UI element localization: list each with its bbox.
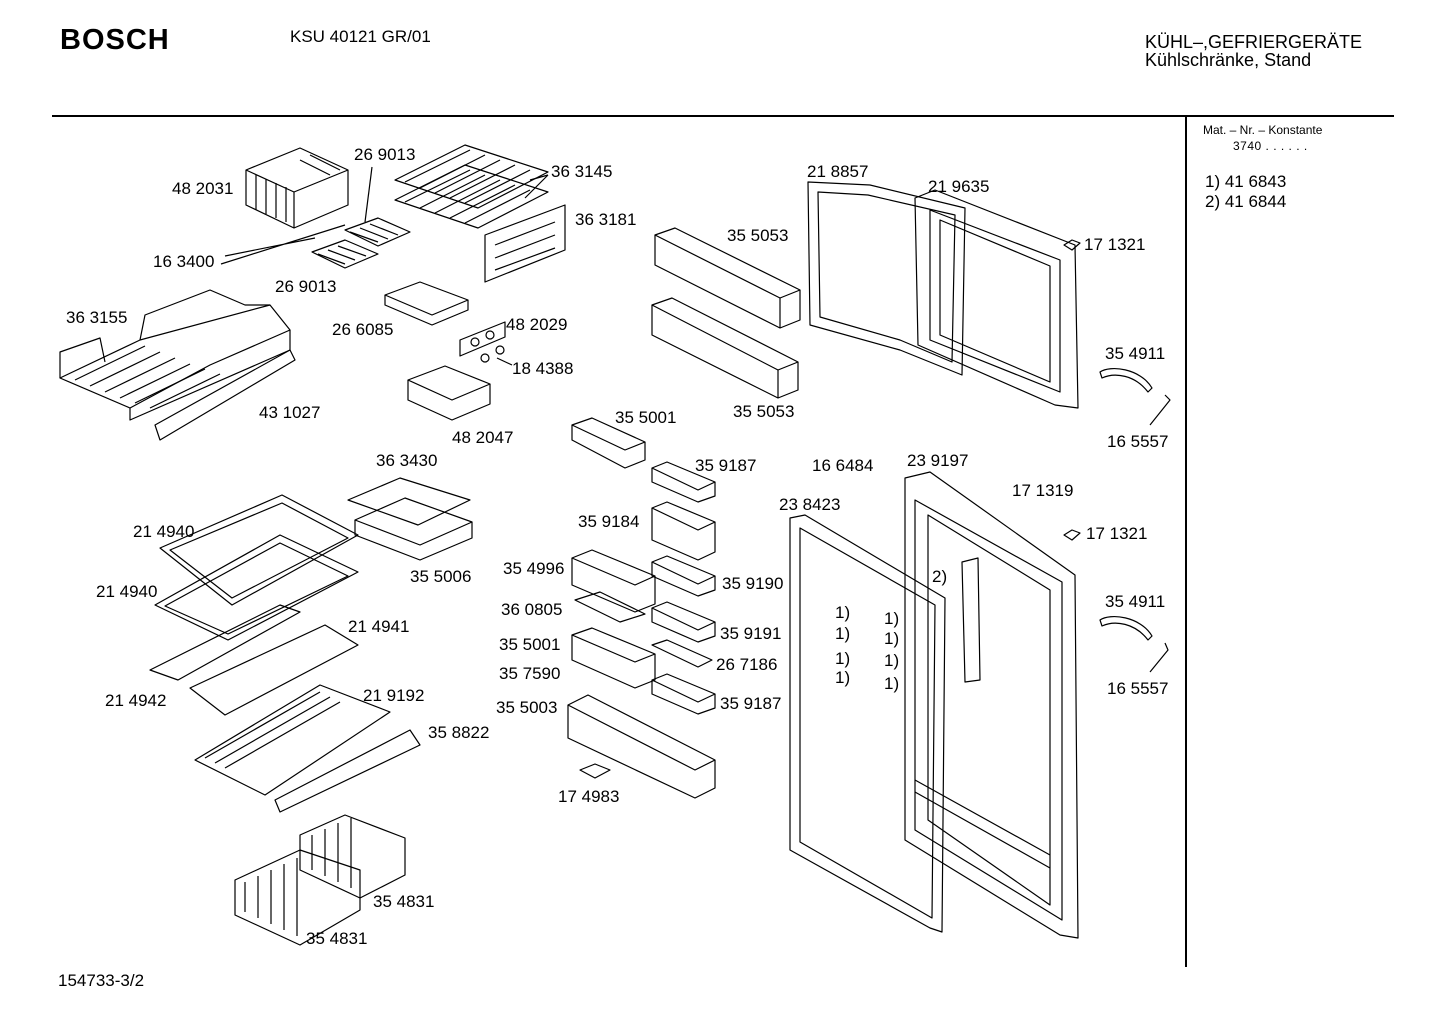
- part-number-label: 23 9197: [907, 451, 969, 470]
- part-number-label: 18 4388: [512, 359, 574, 378]
- part-number-label: 48 2029: [506, 315, 568, 334]
- category-line-2: Kühlschränke, Stand: [1145, 50, 1312, 70]
- part-number-label: 1): [835, 668, 851, 687]
- part-number-label: 35 4911: [1105, 592, 1166, 611]
- side-panel-divider: [1185, 117, 1187, 967]
- ice-tray-part: [311, 217, 411, 269]
- part-number-label: 48 2031: [172, 179, 234, 198]
- part-number-label: 21 4940: [133, 522, 195, 541]
- part-number-label: 35 9187: [720, 694, 782, 713]
- part-number-label: 35 9190: [722, 574, 784, 593]
- part-number-label: 35 4911: [1105, 344, 1166, 363]
- hinge-part: [1063, 529, 1081, 541]
- part-number-label: 26 9013: [275, 277, 337, 296]
- brand-logo: BOSCH: [60, 24, 170, 56]
- category-heading: KÜHL–,GEFRIERGERÄTE Kühlschränke, Stand: [1145, 33, 1362, 69]
- mat-number-code: 3740 . . . . . .: [1233, 139, 1308, 153]
- sheet-number: 154733-3/2: [58, 971, 145, 990]
- header-divider: [52, 115, 1394, 117]
- hinge-part: [1063, 239, 1081, 251]
- part-number-label: 1): [835, 603, 851, 622]
- part-number-label: 35 8822: [428, 723, 490, 742]
- container-part: [384, 281, 469, 326]
- part-number-label: 35 5001: [615, 408, 677, 427]
- part-number-label: 16 5557: [1107, 432, 1169, 451]
- part-number-label: 21 9635: [928, 177, 990, 196]
- freezer-drawer-part: [59, 289, 291, 421]
- category-line-1: KÜHL–,GEFRIERGERÄTE: [1145, 32, 1363, 52]
- part-number-label: 35 9191: [720, 624, 782, 643]
- mat-number-title: Mat. – Nr. – Konstante: [1203, 123, 1323, 137]
- door-bin-part: [567, 417, 716, 799]
- part-number-label: 23 8423: [779, 495, 841, 514]
- part-number-label: 26 7186: [716, 655, 778, 674]
- part-number-label: 1): [835, 649, 851, 668]
- footnote-1: 1) 41 6843: [1205, 172, 1287, 191]
- part-number-label: 35 9184: [578, 512, 640, 531]
- part-number-label: 35 5003: [496, 698, 558, 717]
- part-number-label: 21 4942: [105, 691, 167, 710]
- freezer-door-gasket-part: [807, 181, 966, 376]
- part-number-label: 26 9013: [354, 145, 416, 164]
- part-number-label: 17 1321: [1084, 235, 1146, 254]
- part-number-label: 48 2047: [452, 428, 514, 447]
- part-number-label: 16 6484: [812, 456, 874, 475]
- part-number-label: 36 3430: [376, 451, 438, 470]
- part-number-label: 36 3145: [551, 162, 613, 181]
- door-handle-part: [1099, 615, 1153, 641]
- cover-panel-part: [484, 204, 566, 283]
- knob-part: [480, 353, 490, 363]
- part-number-label: 1): [884, 674, 900, 693]
- part-number-label: 36 3155: [66, 308, 128, 327]
- part-number-label: 16 5557: [1107, 679, 1169, 698]
- part-number-label: 16 3400: [153, 252, 215, 271]
- screw-part: [1149, 394, 1171, 426]
- part-number-label: 35 7590: [499, 664, 561, 683]
- part-number-label: 1): [835, 624, 851, 643]
- part-number-label: 36 3181: [575, 210, 637, 229]
- part-number-label: 21 4941: [348, 617, 410, 636]
- part-number-label: 26 6085: [332, 320, 394, 339]
- fridge-door-gasket-part: [789, 514, 946, 933]
- glass-shelf-part: [149, 494, 421, 813]
- part-number-label: 35 5053: [733, 402, 795, 421]
- basket-part: [234, 814, 406, 946]
- part-number-label: 21 9192: [363, 686, 425, 705]
- ice-box-part: [245, 147, 349, 229]
- part-number-label: 17 4983: [558, 787, 620, 806]
- screw-part: [1149, 642, 1169, 673]
- front-strip-part: [154, 349, 296, 441]
- part-number-label: 17 1319: [1012, 481, 1074, 500]
- part-number-label: 21 8857: [807, 162, 869, 181]
- knob-part: [495, 345, 505, 355]
- part-number-label: 17 1321: [1086, 524, 1148, 543]
- part-number-label: 35 5006: [410, 567, 472, 586]
- part-number-label: 1): [884, 651, 900, 670]
- part-number-label: 35 4831: [373, 892, 435, 911]
- freezer-grid-shelf-part: [394, 144, 549, 229]
- model-number: KSU 40121 GR/01: [290, 27, 431, 46]
- bottle-shelf-part: [651, 227, 801, 399]
- freezer-door-part: [914, 189, 1079, 409]
- fridge-door-part: [904, 471, 1079, 939]
- part-number-label: 35 5053: [727, 226, 789, 245]
- part-number-label: 35 5001: [499, 635, 561, 654]
- part-number-label: 21 4940: [96, 582, 158, 601]
- part-number-label: 35 9187: [695, 456, 757, 475]
- crisper-part: [347, 477, 473, 561]
- footnote-2: 2) 41 6844: [1205, 192, 1287, 211]
- part-number-label: 1): [884, 609, 900, 628]
- part-number-label: 43 1027: [259, 403, 321, 422]
- part-number-label: 2): [932, 567, 948, 586]
- part-number-label: 35 4831: [306, 929, 368, 948]
- part-number-label: 35 4996: [503, 559, 565, 578]
- small-drawer-part: [407, 365, 491, 421]
- control-panel-part: [459, 321, 506, 357]
- leader-lines: [220, 166, 549, 366]
- part-number-label: 36 0805: [501, 600, 563, 619]
- door-handle-part: [1099, 367, 1153, 393]
- part-number-label: 1): [884, 629, 900, 648]
